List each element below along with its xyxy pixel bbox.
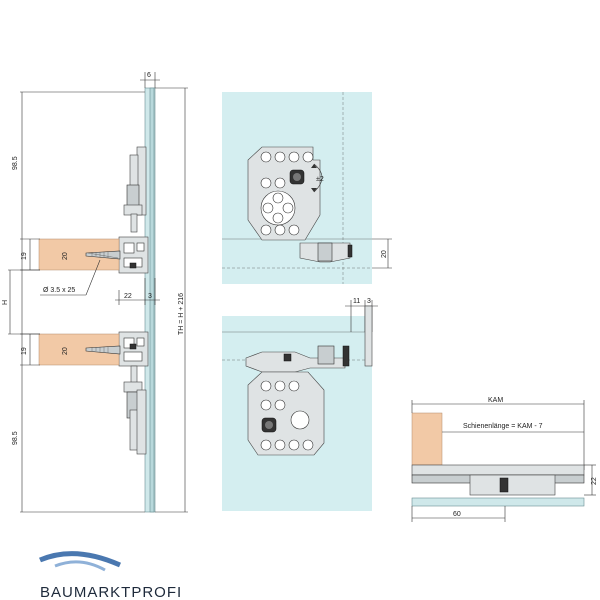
dim-rail-height-bottom: 19 xyxy=(21,347,28,355)
dim-side-60: 60 xyxy=(453,511,461,518)
side-view: 6 98.5 19 20 H Ø 3.5 x 25 22 3 TH = H + … xyxy=(2,72,188,513)
dim-front-3: 3 xyxy=(367,298,371,305)
dim-front-top-20: 20 xyxy=(381,250,388,258)
brand-logo: BAUMARKTPROFI xyxy=(39,551,182,600)
dim-rail-height-top: 19 xyxy=(21,252,28,260)
dim-glass-thickness: 6 xyxy=(147,72,151,79)
screw-bottom xyxy=(85,345,121,355)
brand-name: BAUMARKTPROFI xyxy=(40,584,182,600)
dim-wood-bottom: 20 xyxy=(62,347,69,355)
brand-swoosh-icon xyxy=(39,551,122,568)
dim-total-height: TH = H + 216 xyxy=(178,293,185,335)
dim-top-offset: 98.5 xyxy=(12,156,19,170)
bottom-fitting xyxy=(118,331,149,455)
front-view-bottom: 11 3 xyxy=(222,298,378,511)
dim-height-h: H xyxy=(2,300,9,305)
dim-gap-22: 22 xyxy=(124,293,132,300)
dim-wood-top: 20 xyxy=(62,252,69,260)
dim-side-22: 22 xyxy=(591,477,598,485)
kam-detail: KAM Schienenlänge = KAM - 7 22 60 xyxy=(411,397,598,522)
dim-rail-length: Schienenlänge = KAM - 7 xyxy=(463,423,543,430)
dim-front-11: 11 xyxy=(353,298,360,305)
screw-top xyxy=(85,250,121,260)
wood-block-kam xyxy=(411,412,443,466)
top-fitting xyxy=(118,146,149,274)
front-view-top: ±2 20 xyxy=(222,92,392,284)
dim-bottom-offset: 98.5 xyxy=(12,431,19,445)
dim-screw: Ø 3.5 x 25 xyxy=(43,287,75,294)
dim-adjust: ±2 xyxy=(316,176,324,183)
dim-kam: KAM xyxy=(488,397,503,404)
dim-gap-3: 3 xyxy=(148,293,152,300)
